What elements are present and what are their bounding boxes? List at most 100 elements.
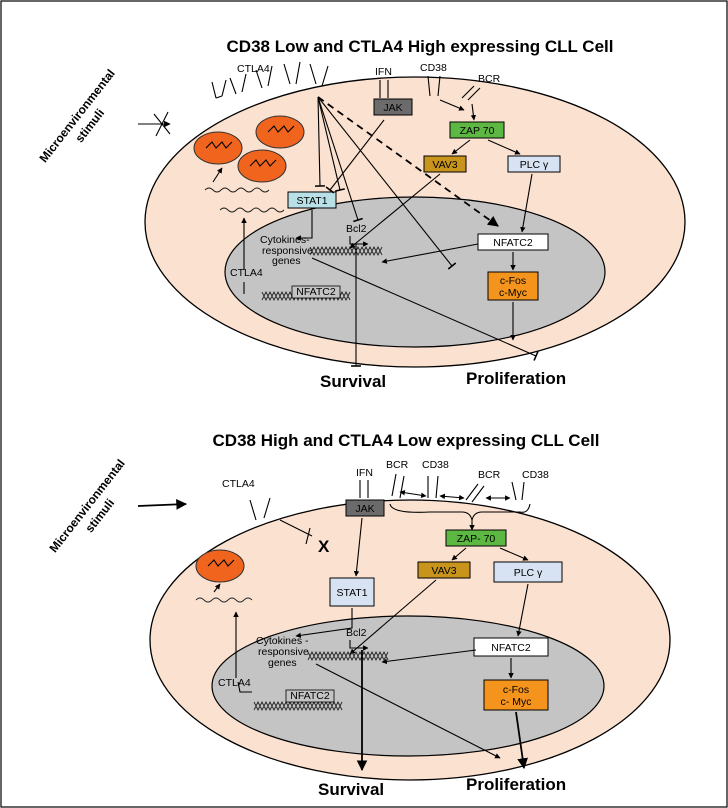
prolif-label-bottom: Proliferation [466,775,566,794]
mrna-top-2 [219,207,285,213]
zap70-box-top [449,121,505,139]
vav3-label-bottom: VAV3 [431,565,456,577]
jak-box-bottom [345,499,385,517]
panel-top: CD38 Low and CTLA4 High expressing CLL C… [37,37,686,391]
arrow-bcr-cd38-2-bottom [439,493,465,501]
arrow-zap-plc-bottom [499,547,529,561]
panel-top-title: CD38 Low and CTLA4 High expressing CLL C… [227,37,614,56]
bcl2-label-top: Bcl2 [346,223,367,235]
microenv-label-bottom: Microenvironmental stimuli [47,457,128,555]
nfatc2-box-top [477,233,549,251]
ctla4-inhibitions-top [315,96,499,270]
bcr-receptor-top [461,85,481,101]
arrow-mrna-vesicle-top [212,167,223,183]
cmyc-label-bottom: c- Myc [501,696,532,708]
vesicles-top [193,115,305,183]
ctla4-block-bottom [279,519,313,545]
cyto3-top: genes [272,255,301,267]
arrow-ctla4-gene-bottom [237,681,252,693]
panel-bottom: CD38 High and CTLA4 Low expressing CLL C… [47,431,671,799]
cd38-receptor-top [427,75,441,97]
jak-box-top [373,98,413,116]
jak-label-top: JAK [383,102,402,114]
nfatc2-label-top: NFATC2 [493,237,533,249]
cmyc-label-top: c-Myc [499,287,527,299]
cd38-2-label-bottom: CD38 [522,469,549,481]
ifn-receptor-top [379,80,389,98]
vesicle-bottom-mark [207,559,235,567]
bcr1-label-bottom: BCR [386,459,409,471]
cd38-label-top: CD38 [420,62,447,74]
arrow-vav3-dna-bottom [349,579,437,655]
stat1-box-top [287,191,337,209]
mrna-bottom [195,597,253,603]
x-label-bottom: X [318,537,330,556]
stat1-label-bottom: STAT1 [336,587,367,599]
arrow-vav3-dna-top [349,173,441,249]
block-x-top [153,111,171,137]
cfos-box-top [487,271,539,301]
cyto3-bottom: genes [268,657,297,669]
nfatc2-label-bottom: NFATC2 [491,642,531,654]
ctla4-gene-label-bottom: CTLA4 [218,677,251,689]
arrow-mrna-vesicle-bottom [213,583,221,593]
arrow-jak-stat1-top [325,119,385,194]
vav3-label-top: VAV3 [432,159,457,171]
arrow-zap-vav-top [451,139,471,155]
cyto2-top: responsive [262,245,313,257]
prolif-line-top [311,257,539,361]
nfatc2-gene-box-bottom [285,689,335,703]
bcl2-label-bottom: Bcl2 [346,627,367,639]
dna-cyto-bottom [307,650,389,662]
bcr-label-top: BCR [478,73,501,85]
plcg-label-bottom: PLC γ [514,567,543,579]
arrow-zap-plc-top [487,139,521,155]
arrow-bcr-zap70-top [470,103,477,121]
zap70-label-bottom: ZAP- 70 [457,533,496,545]
nfatc2-gene-box-top [291,285,341,299]
nfatc2-gene-label-top: NFATC2 [296,286,336,298]
survival-label-top: Survival [320,372,386,391]
microenv-arrow-bottom [137,499,188,510]
stat1-label-top: STAT1 [296,195,327,207]
arrow-nfatc2-dna-bottom [381,649,477,665]
ctla4-receptor-bottom [249,497,271,521]
nfatc2-box-bottom [473,637,549,657]
cfos-label-top: c-Fos [500,275,526,287]
vav3-box-top [423,155,467,173]
arrow-bcl2-bottom [349,640,369,651]
prolif-line-bottom [315,663,501,759]
plcg-box-top [507,155,561,173]
zap70-label-top: ZAP 70 [460,125,495,137]
nfatc2-gene-label-bottom: NFATC2 [290,690,330,702]
arrow-bcr-cd38-1-bottom [399,490,427,498]
arrow-stat1-cyto-top [295,210,313,241]
panel-bottom-title: CD38 High and CTLA4 Low expressing CLL C… [213,431,600,450]
stat1-box-bottom [329,577,375,607]
bcr-cd38-receptors-bottom [391,473,525,503]
arrow-cd38-bcr-top [439,99,465,111]
cfos-label-bottom: c-Fos [503,684,529,696]
ctla4-label-top: CTLA4 [237,63,270,75]
plcg-label-top: PLC γ [520,159,549,171]
cfos-prolif-bottom [515,711,528,770]
arrow-plc-nfatc2-bottom [516,583,529,637]
dna-cyto-top [309,245,383,257]
ifn-receptor-bottom [359,480,369,498]
arrow-stat1-cyto-bottom [295,608,353,639]
vesicle-bottom [195,549,245,583]
ctla4-gene-label-top: CTLA4 [230,267,263,279]
zap70-box-bottom [445,529,507,547]
ctla4-receptors-top [211,61,329,99]
arrow-plc-nfatc2-top [520,173,533,233]
arrow-nfatc2-dna-top [381,243,479,264]
cfos-box-bottom [483,679,549,711]
survival-label-bottom: Survival [318,780,384,799]
arrow-zap-vav-bottom [451,547,467,561]
plcg-box-bottom [493,561,563,583]
arrow-jak-stat1-bottom [353,517,363,577]
vav3-box-bottom [417,561,471,579]
jak-label-bottom: JAK [355,503,374,515]
